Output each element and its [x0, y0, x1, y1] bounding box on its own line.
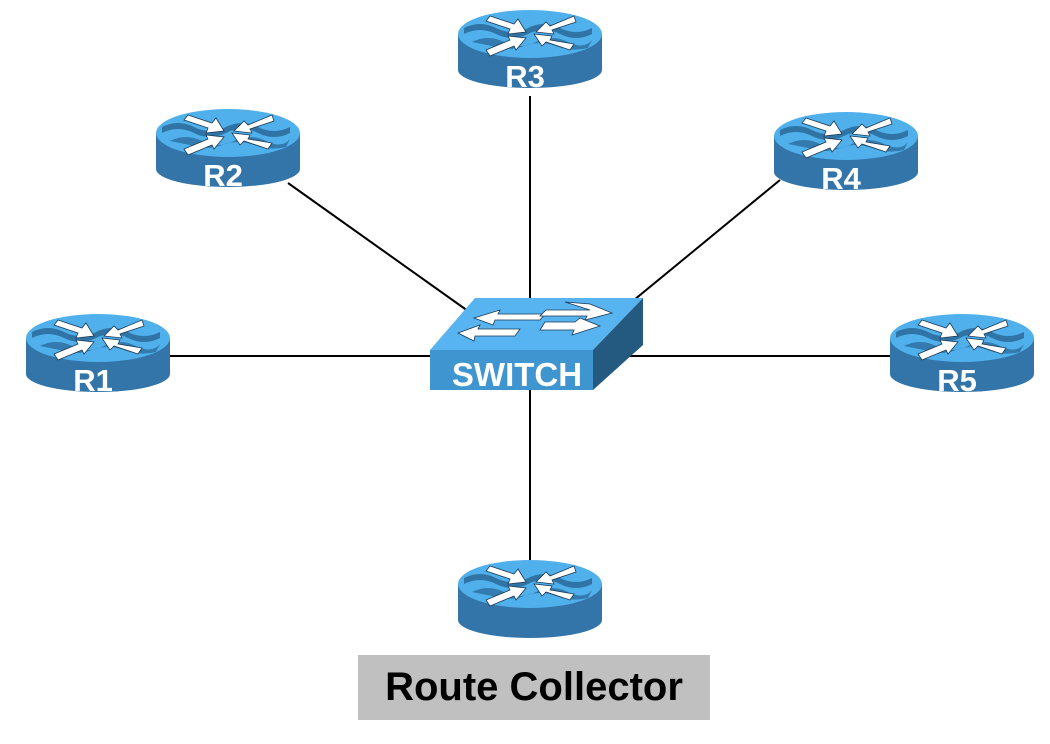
- link-r2-switch: [287, 182, 476, 317]
- switch-arrows-icon: [456, 301, 614, 342]
- router-label: R4: [821, 161, 861, 196]
- switch-label: SWITCH: [452, 356, 582, 393]
- router-r1[interactable]: R1: [25, 313, 171, 398]
- router-r4[interactable]: R4: [773, 111, 919, 196]
- route-collector-caption-box: Route Collector: [358, 655, 710, 720]
- router-r5[interactable]: R5: [889, 313, 1035, 398]
- router-route-collector[interactable]: [457, 559, 603, 639]
- link-r4-switch: [616, 179, 781, 315]
- switch-node[interactable]: SWITCH: [430, 298, 643, 393]
- router-label: R3: [505, 59, 545, 94]
- router-label: R1: [73, 363, 113, 398]
- switch-side-face: [593, 298, 643, 390]
- router-label: R2: [203, 158, 243, 193]
- router-label: R5: [937, 363, 977, 398]
- router-r2[interactable]: R2: [155, 108, 301, 193]
- router-icon: [457, 559, 603, 639]
- router-r3[interactable]: R3: [457, 9, 603, 94]
- route-collector-caption: Route Collector: [385, 665, 683, 709]
- links: [170, 96, 892, 562]
- switch-front-face: [430, 350, 593, 390]
